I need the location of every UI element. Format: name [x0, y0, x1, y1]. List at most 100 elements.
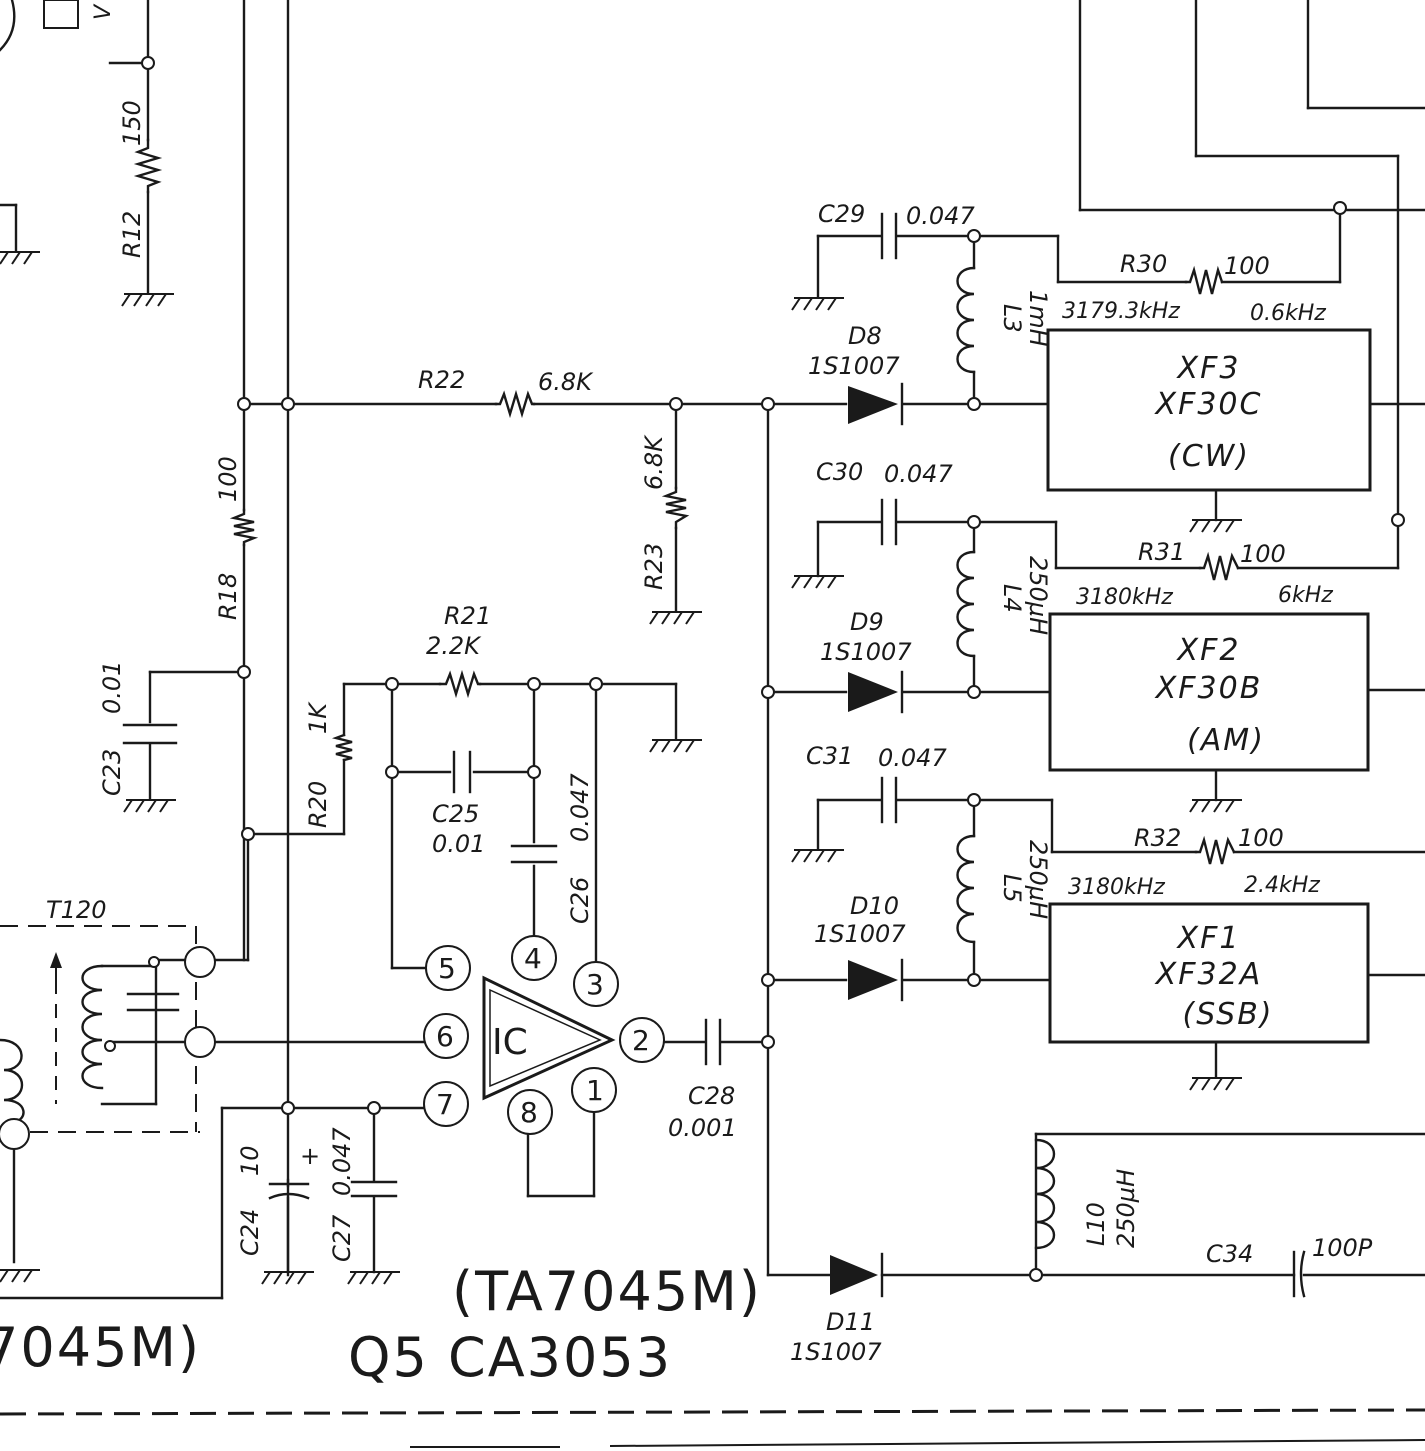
r18-ref: R18 [214, 573, 242, 620]
inductor-l5 [956, 834, 976, 944]
ic-part-left-fragment: 7045M) [0, 1316, 201, 1379]
r12-ref: R12 [118, 211, 146, 258]
ic-pin-8: 8 [520, 1096, 538, 1129]
capacitor-c29 [880, 212, 898, 260]
filter-xf2: XF2 XF30B (AM) 3180kHz 6kHz [1048, 583, 1370, 772]
r23-ref: R23 [640, 543, 668, 590]
filter-xf2-bandwidth: 6kHz [1278, 583, 1333, 608]
c26-value: 0.047 [566, 773, 594, 842]
l10-ref: L10 [1082, 1202, 1110, 1246]
c29-value: 0.047 [906, 202, 975, 230]
l10-value: 250µH [1112, 1169, 1140, 1248]
c34-ref: C34 [1206, 1240, 1253, 1268]
c24-value: 10 [236, 1145, 264, 1176]
fragment-label: V [91, 3, 116, 20]
l3-value: 1mH [1024, 290, 1052, 347]
d9-ref: D9 [850, 608, 884, 636]
c25-value: 0.01 [432, 830, 485, 858]
svg-text:(CW): (CW) [1168, 439, 1250, 474]
diode-d8 [848, 382, 904, 426]
ic-pin-2: 2 [632, 1024, 650, 1057]
transformer-t120 [0, 925, 216, 1150]
crystal-filters: XF3 XF30C (CW) 3179.3kHz 0.6kHz XF2 XF30… [1046, 299, 1372, 1044]
r12-value: 150 [118, 100, 146, 146]
component-labels: R12 150 R18 100 R20 1K R21 2.2K R22 6.8K… [46, 100, 1373, 1366]
resistor-r32 [1194, 835, 1236, 865]
ground-symbols [0, 293, 1243, 1285]
r32-value: 100 [1238, 824, 1284, 852]
capacitor-c34 [1292, 1250, 1306, 1298]
resistor-r23 [661, 486, 690, 530]
c30-ref: C30 [816, 458, 863, 486]
ic-pin-3: 3 [586, 968, 604, 1001]
c34-value: 100P [1312, 1234, 1373, 1262]
capacitors [122, 212, 1306, 1298]
ic-label: IC [492, 1022, 528, 1063]
inductor-l3 [956, 266, 976, 374]
resistors [133, 138, 1240, 865]
resistor-r20 [331, 733, 353, 762]
resistor-r22 [494, 389, 536, 419]
r23-value: 6.8K [640, 434, 668, 490]
c29-ref: C29 [818, 200, 865, 228]
c31-ref: C31 [806, 742, 853, 770]
capacitor-c27 [350, 1180, 398, 1198]
diode-d9 [848, 670, 904, 714]
resistor-r12 [133, 138, 163, 194]
r18-value: 100 [214, 456, 242, 502]
inductor-l10 [1034, 1138, 1055, 1250]
c25-ref: C25 [432, 800, 479, 828]
svg-text:XF30C: XF30C [1154, 387, 1263, 422]
r32-ref: R32 [1134, 824, 1181, 852]
boundary-lines [0, 1408, 1425, 1448]
ic-pin-6: 6 [436, 1020, 454, 1053]
c23-ref: C23 [98, 749, 126, 796]
r21-ref: R21 [444, 602, 491, 630]
filter-xf1-freq: 3180kHz [1068, 875, 1165, 900]
l3-ref: L3 [998, 304, 1026, 333]
ic-amplifier: IC 5 4 3 6 2 7 8 1 [423, 935, 665, 1135]
capacitor-c30 [880, 498, 898, 546]
d11-ref: D11 [826, 1308, 875, 1336]
r31-ref: R31 [1138, 538, 1185, 566]
c27-value: 0.047 [328, 1127, 356, 1196]
filter-xf2-freq: 3180kHz [1076, 585, 1173, 610]
capacitor-c28 [704, 1018, 722, 1066]
capacitor-c24 [268, 1182, 310, 1200]
ic-part-alt: (TA7045M) [452, 1260, 762, 1323]
r22-value: 6.8K [538, 368, 594, 396]
r22-ref: R22 [418, 366, 465, 394]
svg-text:(AM): (AM) [1187, 723, 1265, 758]
d9-value: 1S1007 [820, 638, 912, 666]
d8-ref: D8 [848, 322, 882, 350]
t120-ref: T120 [46, 896, 106, 924]
r30-value: 100 [1224, 252, 1270, 280]
svg-text:XF32A: XF32A [1154, 957, 1263, 992]
top-left-fragment: V [0, 0, 116, 265]
svg-text:XF3: XF3 [1176, 351, 1241, 386]
r21-value: 2.2K [426, 632, 482, 660]
filter-xf1-bandwidth: 2.4kHz [1244, 873, 1320, 898]
r30-ref: R30 [1120, 250, 1167, 278]
inductor-fragment [0, 1038, 25, 1124]
ic-pin-4: 4 [524, 942, 542, 975]
c24-plus: + [300, 1142, 320, 1170]
c28-value: 0.001 [668, 1114, 737, 1142]
c28-ref: C28 [688, 1082, 735, 1110]
junctions [104, 56, 1405, 1282]
c31-value: 0.047 [878, 744, 947, 772]
diode-d11 [830, 1252, 884, 1298]
d10-value: 1S1007 [814, 920, 906, 948]
svg-text:(SSB): (SSB) [1182, 997, 1273, 1032]
capacitor-c23 [122, 723, 178, 745]
ic-pin-1: 1 [586, 1074, 604, 1107]
ic-part-main: Q5 CA3053 [348, 1326, 672, 1389]
resistor-r30 [1184, 265, 1224, 295]
inductors [0, 266, 1055, 1250]
part-numbers: (TA7045M) Q5 CA3053 7045M) [0, 1260, 762, 1389]
c26-ref: C26 [566, 877, 594, 924]
c23-value: 0.01 [98, 661, 126, 714]
filter-xf1: XF1 XF32A (SSB) 3180kHz 2.4kHz [1048, 873, 1370, 1044]
svg-text:XF30B: XF30B [1154, 671, 1263, 706]
